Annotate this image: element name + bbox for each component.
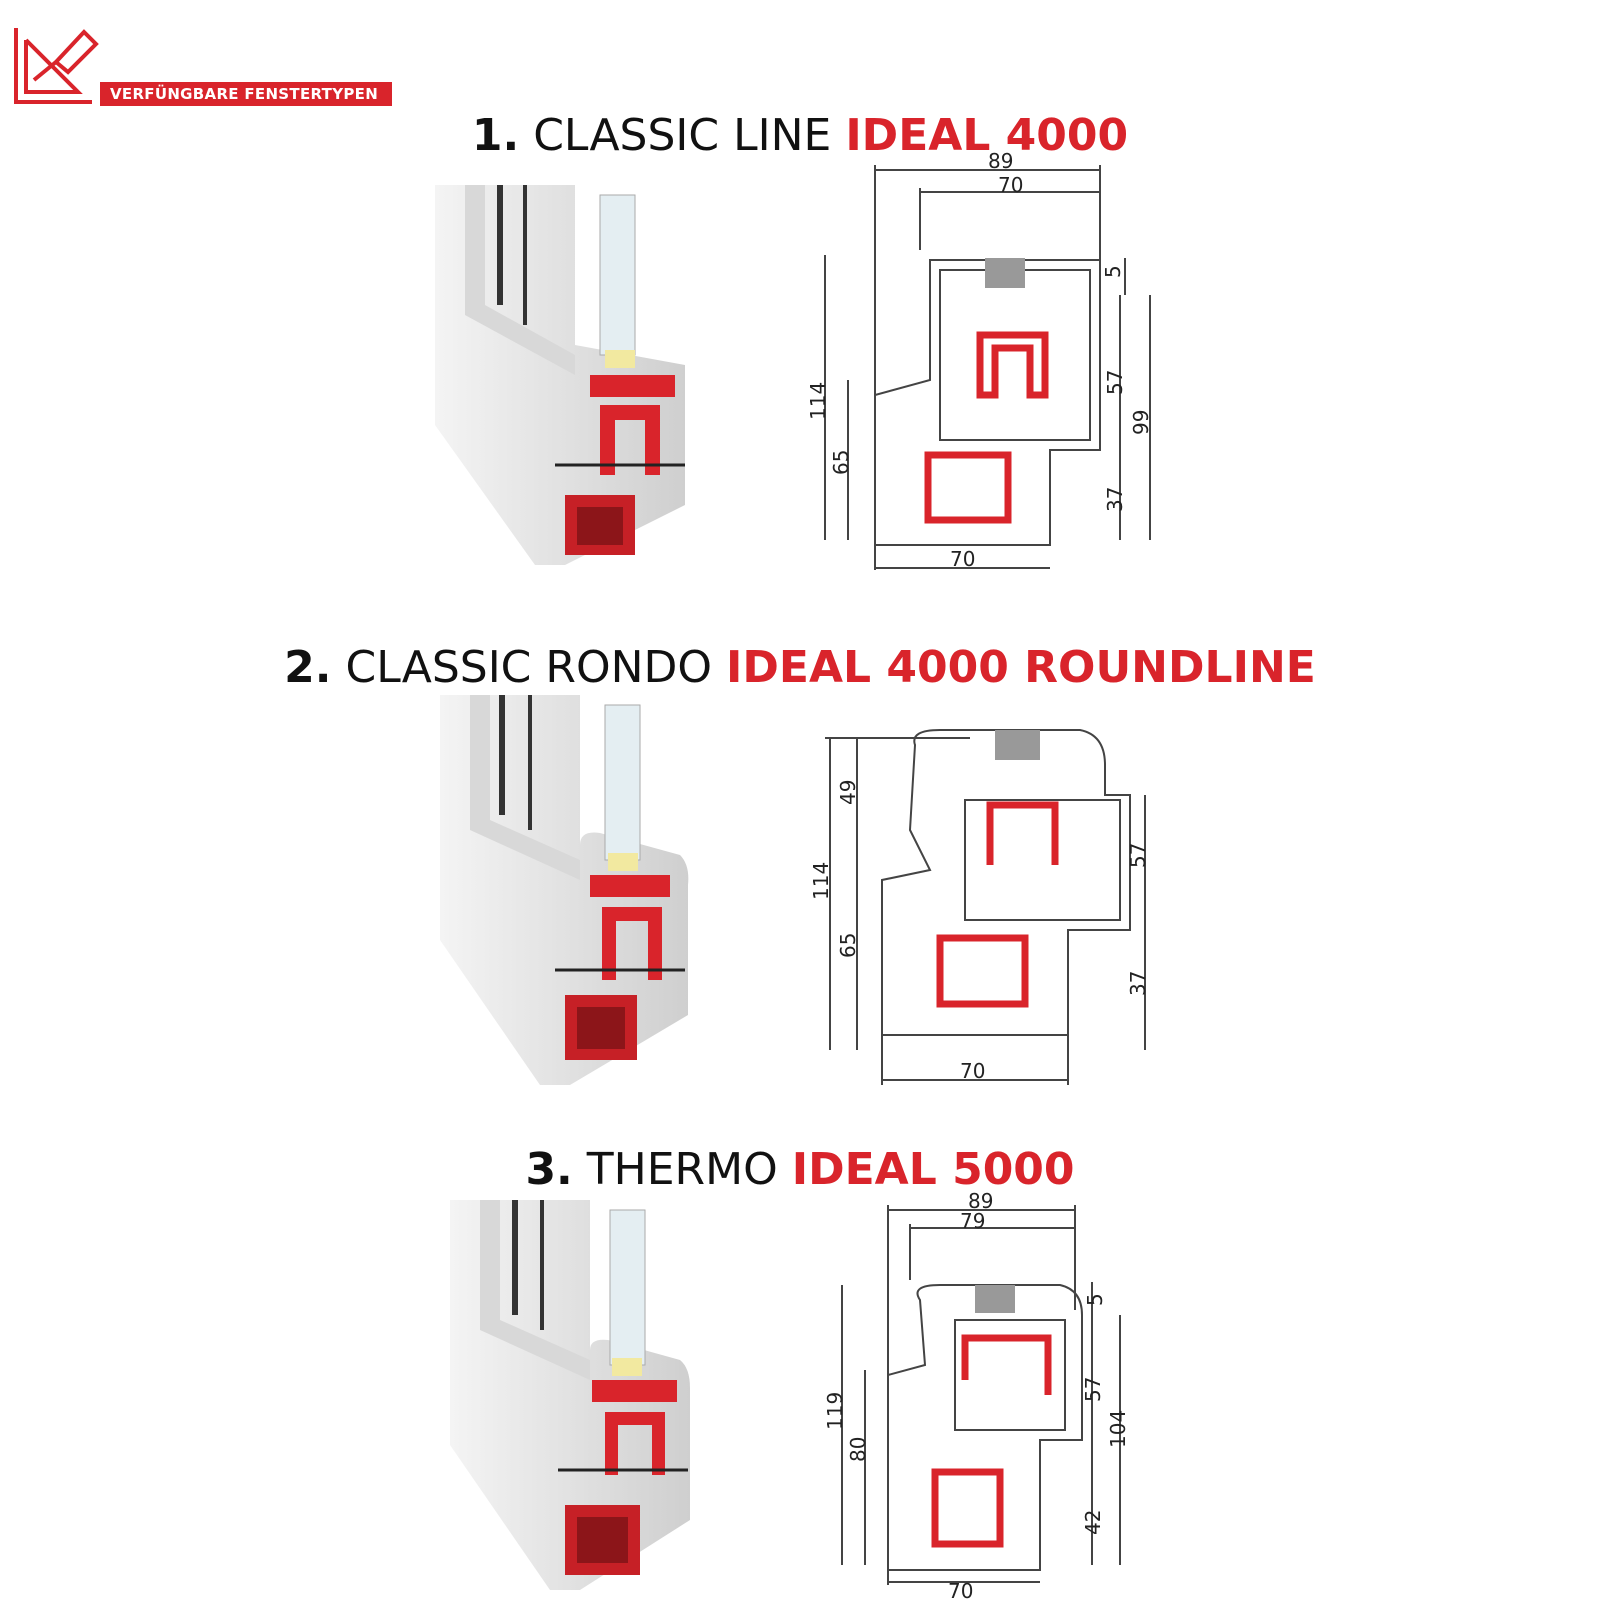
dim-upper: 49 (836, 780, 860, 805)
dim-bottom-right: 42 (1081, 1510, 1105, 1535)
section-2-heading: 2. CLASSIC RONDO IDEAL 4000 ROUNDLINE (0, 646, 1600, 690)
section-number: 1. (471, 110, 520, 161)
dim-top-outer: 89 (988, 150, 1013, 173)
dim-gap: 5 (1101, 265, 1125, 278)
profile-drawing-2: 49 114 65 57 37 70 (809, 729, 1150, 1085)
dim-top-outer: 89 (968, 1190, 993, 1213)
section-number: 3. (525, 1144, 573, 1195)
dim-total-right: 99 (1129, 410, 1153, 435)
dim-sash: 57 (1103, 370, 1127, 395)
dim-bottom-right: 37 (1126, 971, 1150, 996)
profile-photo-3 (450, 1200, 690, 1590)
profile-photo-1 (435, 185, 685, 565)
dim-total-right: 104 (1106, 1410, 1130, 1448)
series-name: CLASSIC RONDO (345, 642, 713, 693)
dim-bottom-width: 70 (948, 1579, 973, 1600)
dim-bottom-width: 70 (960, 1059, 985, 1083)
dim-frame: 80 (846, 1437, 870, 1462)
model-name: IDEAL 4000 (845, 110, 1129, 161)
dim-height: 114 (806, 382, 830, 420)
model-name: IDEAL 4000 ROUNDLINE (726, 642, 1316, 693)
profile-photo-2 (440, 695, 689, 1085)
dim-frame: 65 (829, 450, 853, 475)
dim-bottom-right: 37 (1103, 487, 1127, 512)
series-name: CLASSIC LINE (533, 110, 832, 161)
model-name: IDEAL 5000 (791, 1144, 1075, 1195)
dim-height: 119 (823, 1392, 847, 1430)
profile-drawing-1: 89 70 5 114 65 57 99 37 70 (806, 150, 1153, 571)
category-badge: VERFÜNGBARE FENSTERTYPEN (100, 82, 393, 106)
section-3-heading: 3. THERMO IDEAL 5000 (0, 1148, 1600, 1192)
dim-sash: 57 (1081, 1377, 1105, 1402)
dim-height: 114 (809, 862, 833, 900)
section-1-heading: 1. CLASSIC LINE IDEAL 4000 (0, 114, 1600, 158)
dim-bottom-width: 70 (950, 547, 975, 571)
series-name: THERMO (586, 1144, 778, 1195)
section-number: 2. (284, 642, 332, 693)
company-logo (14, 28, 99, 104)
profile-drawing-3: 89 79 5 119 80 57 104 42 70 (823, 1190, 1130, 1600)
dim-top-inner: 70 (998, 173, 1023, 197)
dim-sash: 57 (1126, 843, 1150, 868)
dim-frame: 65 (836, 933, 860, 958)
dim-top-inner: 79 (960, 1209, 985, 1233)
dim-gap: 5 (1083, 1293, 1107, 1306)
